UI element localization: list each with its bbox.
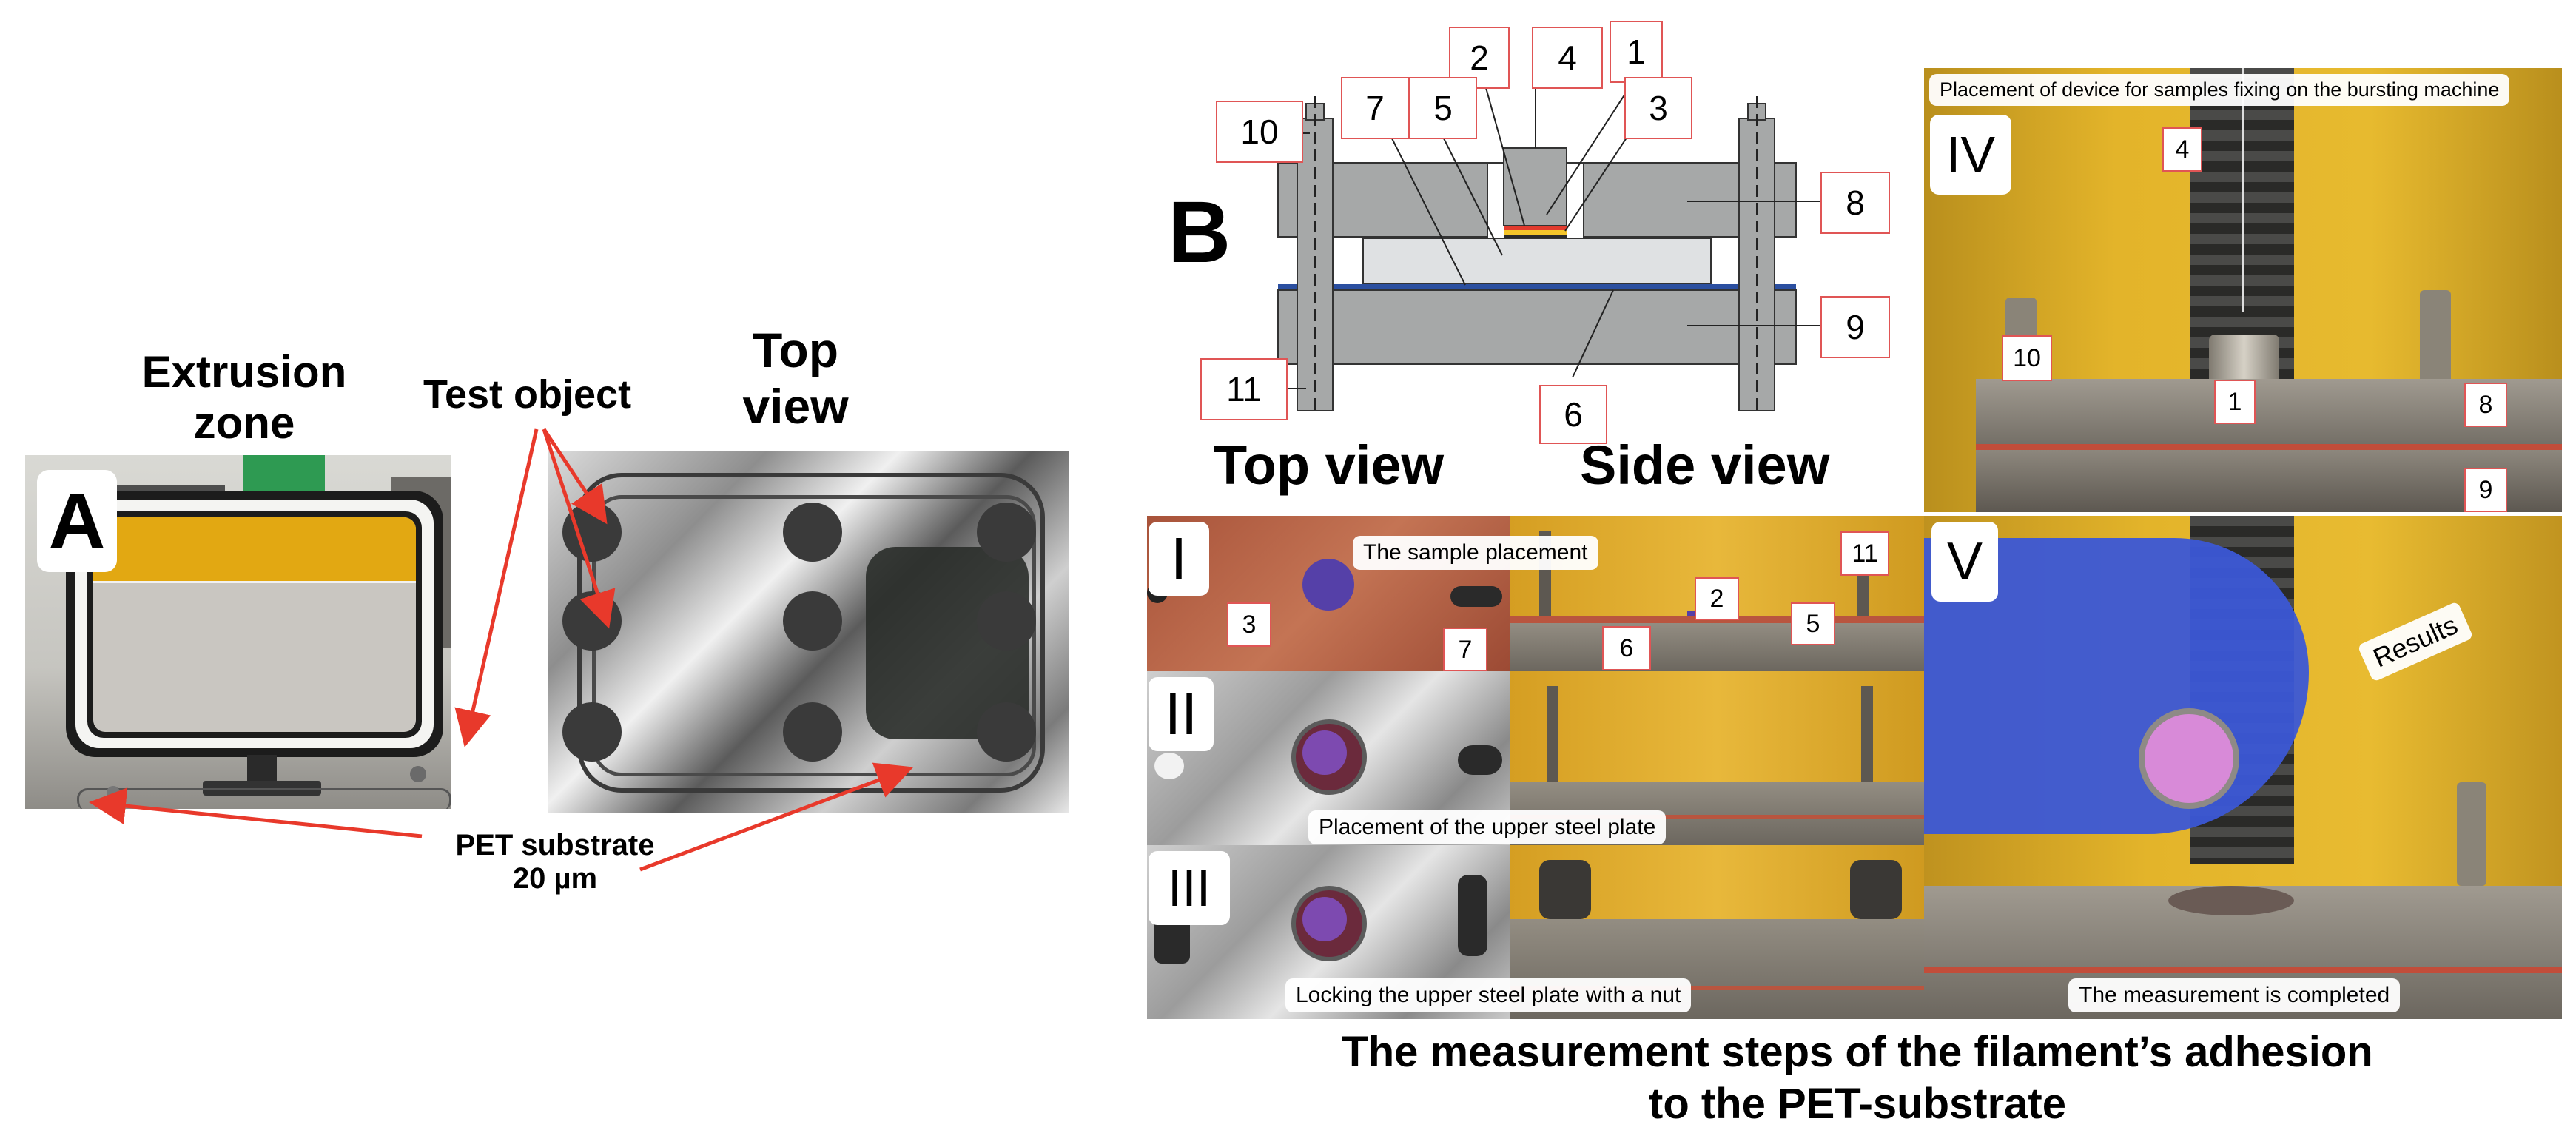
- diagram-label-1: 1: [1610, 21, 1663, 83]
- glue-layer-red: [1504, 226, 1567, 230]
- photo-label-1: 1: [2214, 380, 2256, 424]
- photo-label-5: 5: [1791, 602, 1835, 645]
- lower-plate: [1277, 289, 1797, 365]
- photo-label-8: 8: [2464, 383, 2507, 427]
- diagram-label-7: 7: [1341, 77, 1409, 139]
- arrow-test-object-left: [454, 428, 539, 747]
- roman-iv: IV: [1930, 115, 2011, 195]
- arrow-pet-right: [639, 762, 914, 872]
- extrusion-zone-label: Extrusion zone: [141, 347, 347, 448]
- panel-a-letter: A: [48, 477, 106, 565]
- diagram-label-11: 11: [1200, 358, 1288, 420]
- diagram-label-4: 4: [1532, 27, 1603, 89]
- arrow-test-object-right-upper: [542, 428, 608, 525]
- roman-iii: III: [1149, 851, 1230, 925]
- photo-label-4: 4: [2162, 127, 2202, 172]
- diagram-label-10: 10: [1216, 101, 1303, 163]
- arrow-pet-left: [89, 787, 423, 838]
- photo-step-v: [1924, 516, 2562, 1019]
- photo-label-6: 6: [1602, 626, 1651, 670]
- photo-label-10: 10: [2002, 335, 2052, 381]
- photo-step-iii-side: [1510, 845, 1924, 1019]
- diagram-label-9: 9: [1820, 296, 1890, 358]
- diagram-label-3: 3: [1624, 77, 1692, 139]
- roman-i: I: [1149, 522, 1209, 596]
- caption-step-iii: Locking the upper steel plate with a nut: [1285, 978, 1692, 1012]
- sample-body: [1362, 238, 1712, 285]
- caption-step-v: The measurement is completed: [2068, 978, 2401, 1012]
- caption-step-ii: Placement of the upper steel plate: [1308, 810, 1667, 844]
- roman-ii: II: [1149, 677, 1214, 751]
- panel-a-arrows: [89, 428, 914, 872]
- arrow-test-object-right-lower: [542, 428, 616, 629]
- diagram-label-6: 6: [1539, 385, 1607, 444]
- top-view-label-b: Top view: [1214, 434, 1445, 496]
- clamp-device-diagram: [1277, 66, 1820, 414]
- panel-a-letter-badge: A: [37, 470, 117, 572]
- top-view-photo: [548, 451, 1069, 813]
- photo-label-11: 11: [1840, 531, 1889, 576]
- caption-step-i: The sample placement: [1353, 536, 1598, 570]
- photo-step-iv: [1924, 68, 2562, 512]
- roman-v: V: [1931, 522, 1998, 602]
- photo-label-9: 9: [2464, 468, 2507, 512]
- glue-layer-yellow: [1504, 230, 1567, 235]
- test-object-label: Test object: [423, 372, 632, 417]
- measurement-steps-title: The measurement steps of the filament’s …: [1342, 1028, 2373, 1128]
- diagram-label-8: 8: [1820, 172, 1890, 234]
- diagram-label-5: 5: [1409, 77, 1477, 139]
- side-view-label: Side view: [1580, 434, 1830, 496]
- photo-label-7: 7: [1443, 628, 1487, 672]
- extrusion-zone-photo: [25, 455, 451, 809]
- pet-substrate-label: PET substrate 20 µm: [455, 829, 655, 895]
- top-view-label-a: Top view: [742, 323, 849, 434]
- pet-sheet: [1278, 284, 1796, 290]
- glue-layer-dark: [1504, 235, 1567, 238]
- photo-label-3: 3: [1227, 602, 1271, 647]
- caption-step-iv: Placement of device for samples fixing o…: [1929, 74, 2510, 106]
- panel-b-letter: B: [1168, 184, 1231, 281]
- photo-label-2: 2: [1695, 577, 1739, 620]
